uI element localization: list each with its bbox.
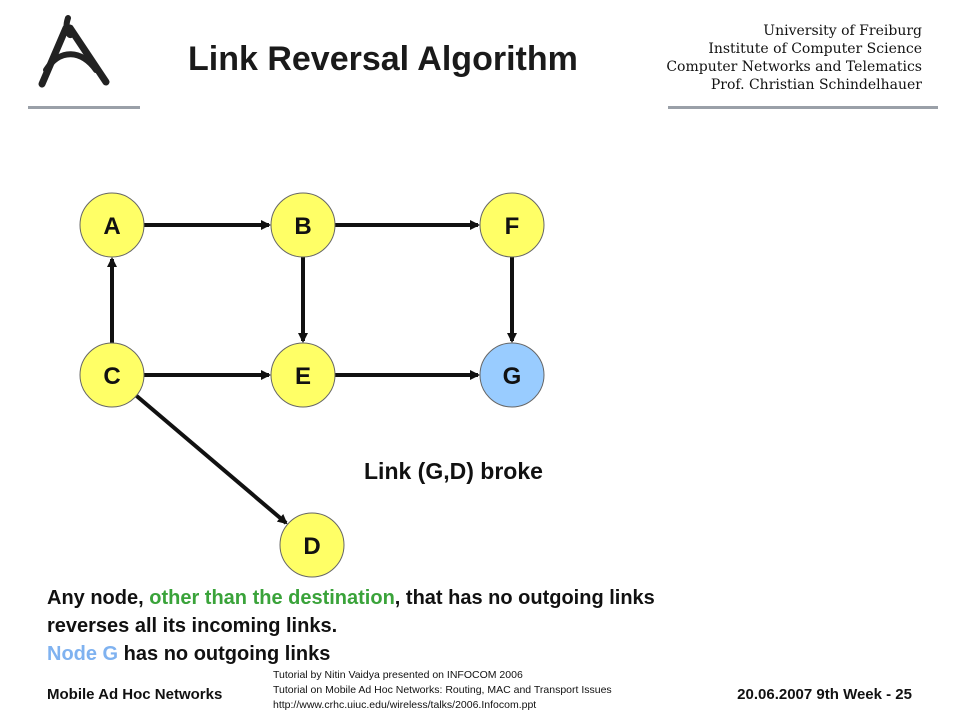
footer-course: Mobile Ad Hoc Networks xyxy=(47,686,223,703)
explanation-highlight-destination: other than the destination xyxy=(149,587,395,609)
header-rule-right xyxy=(668,106,938,109)
node-label-e: E xyxy=(295,363,311,390)
explanation-line-3-b: has no outgoing links xyxy=(118,643,331,665)
institution-group: Computer Networks and Telematics xyxy=(666,59,922,75)
node-b xyxy=(270,192,336,258)
tutorial-line-2: Tutorial on Mobile Ad Hoc Networks: Rout… xyxy=(273,684,612,696)
footer-date-page: 20.06.2007 9th Week - 25 xyxy=(737,686,912,703)
explanation-text: Any node, other than the destination, th… xyxy=(47,584,655,668)
node-label-g: G xyxy=(503,363,522,390)
node-g xyxy=(479,342,545,408)
node-a xyxy=(79,192,145,258)
tutorial-url: http://www.crhc.uiuc.edu/wireless/talks/… xyxy=(273,699,537,711)
node-label-c: C xyxy=(103,363,120,390)
explanation-highlight-node-g: Node G xyxy=(47,643,119,665)
explanation-line-1-a: Any node, xyxy=(47,587,150,609)
explanation-line-3: Node G has no outgoing links xyxy=(47,640,655,668)
node-e xyxy=(270,342,336,408)
header-rule-left xyxy=(28,106,140,109)
node-c xyxy=(79,342,145,408)
institution-professor: Prof. Christian Schindelhauer xyxy=(710,77,922,93)
link-broken-label: Link (G,D) broke xyxy=(364,458,543,484)
edge-c-to-d xyxy=(135,394,288,525)
node-f xyxy=(479,192,545,258)
institution-university: University of Freiburg xyxy=(763,23,922,39)
node-d xyxy=(279,512,345,578)
institution-institute: Institute of Computer Science xyxy=(708,41,922,57)
footer-tutorial-credit: Tutorial by Nitin Vaidya presented on IN… xyxy=(273,668,612,713)
node-label-a: A xyxy=(103,213,120,240)
node-label-d: D xyxy=(303,533,320,560)
node-label-f: F xyxy=(505,213,520,240)
slide-title: Link Reversal Algorithm xyxy=(188,40,578,78)
explanation-line-1-c: , that has no outgoing links xyxy=(394,587,655,609)
university-logo xyxy=(38,15,110,88)
explanation-line-2: reverses all its incoming links. xyxy=(47,615,338,637)
explanation-line-1: Any node, other than the destination, th… xyxy=(47,584,655,612)
node-label-b: B xyxy=(294,213,311,240)
institution-block: University of Freiburg Institute of Comp… xyxy=(666,22,922,94)
tutorial-line-1: Tutorial by Nitin Vaidya presented on IN… xyxy=(273,669,523,681)
